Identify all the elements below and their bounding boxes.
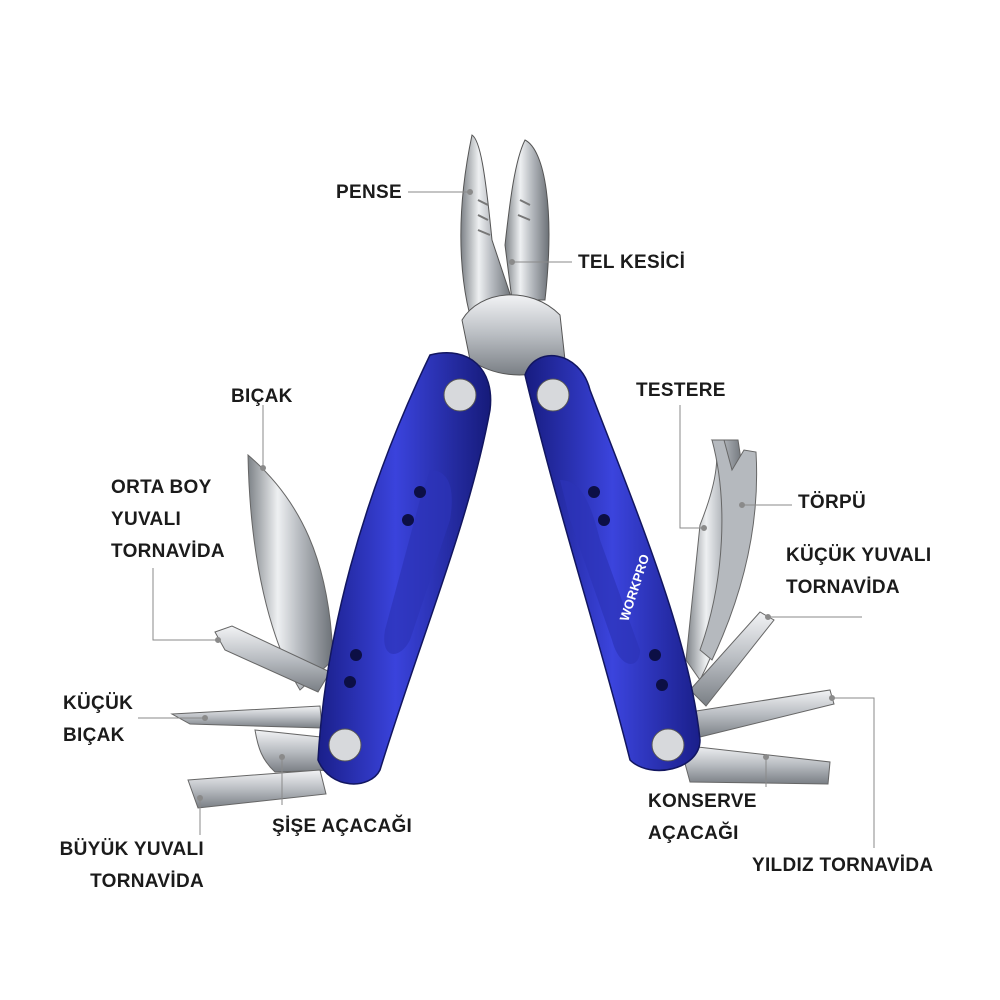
label-orta-boy-yuvali-tornavida: ORTA BOY YUVALI TORNAVİDA [111, 477, 225, 562]
screw-icon [536, 378, 570, 412]
file-tool [699, 439, 758, 661]
label-buyuk-yuvali-tornavida: BÜYÜK YUVALI TORNAVİDA [59, 839, 204, 892]
label-kucuk-yuvali-tornavida: KÜÇÜK YUVALI TORNAVİDA [786, 545, 932, 598]
can-opener [679, 744, 831, 785]
pliers-jaw-right [504, 139, 550, 301]
label-testere: TESTERE [636, 380, 726, 401]
medium-screwdriver [214, 625, 331, 693]
small-screwdriver [689, 611, 775, 707]
label-tel-kesici: TEL KESİCİ [578, 252, 686, 273]
label-pense: PENSE [336, 182, 402, 203]
pliers-head [460, 134, 566, 376]
label-kucuk-bicak: KÜÇÜK BIÇAK [63, 693, 134, 746]
left-handle [317, 352, 492, 785]
left-tools [170, 453, 335, 809]
right-tools [679, 439, 835, 785]
label-konserve-acacagi: KONSERVE AÇACAĞI [648, 791, 757, 844]
screw-icon [328, 728, 362, 762]
large-screwdriver [187, 769, 327, 809]
right-handle: WORKPRO [524, 355, 701, 772]
pliers-pivot [461, 294, 566, 376]
small-knife [170, 705, 323, 729]
screw-icon [651, 728, 685, 762]
screw-icon [443, 378, 477, 412]
label-yildiz-tornavida: YILDIZ TORNAVİDA [752, 855, 934, 876]
label-sise-acacagi: ŞİŞE AÇACAĞI [272, 816, 413, 837]
label-bicak: BIÇAK [231, 386, 293, 407]
leader-lines [138, 189, 875, 848]
label-torpu: TÖRPÜ [798, 492, 866, 513]
